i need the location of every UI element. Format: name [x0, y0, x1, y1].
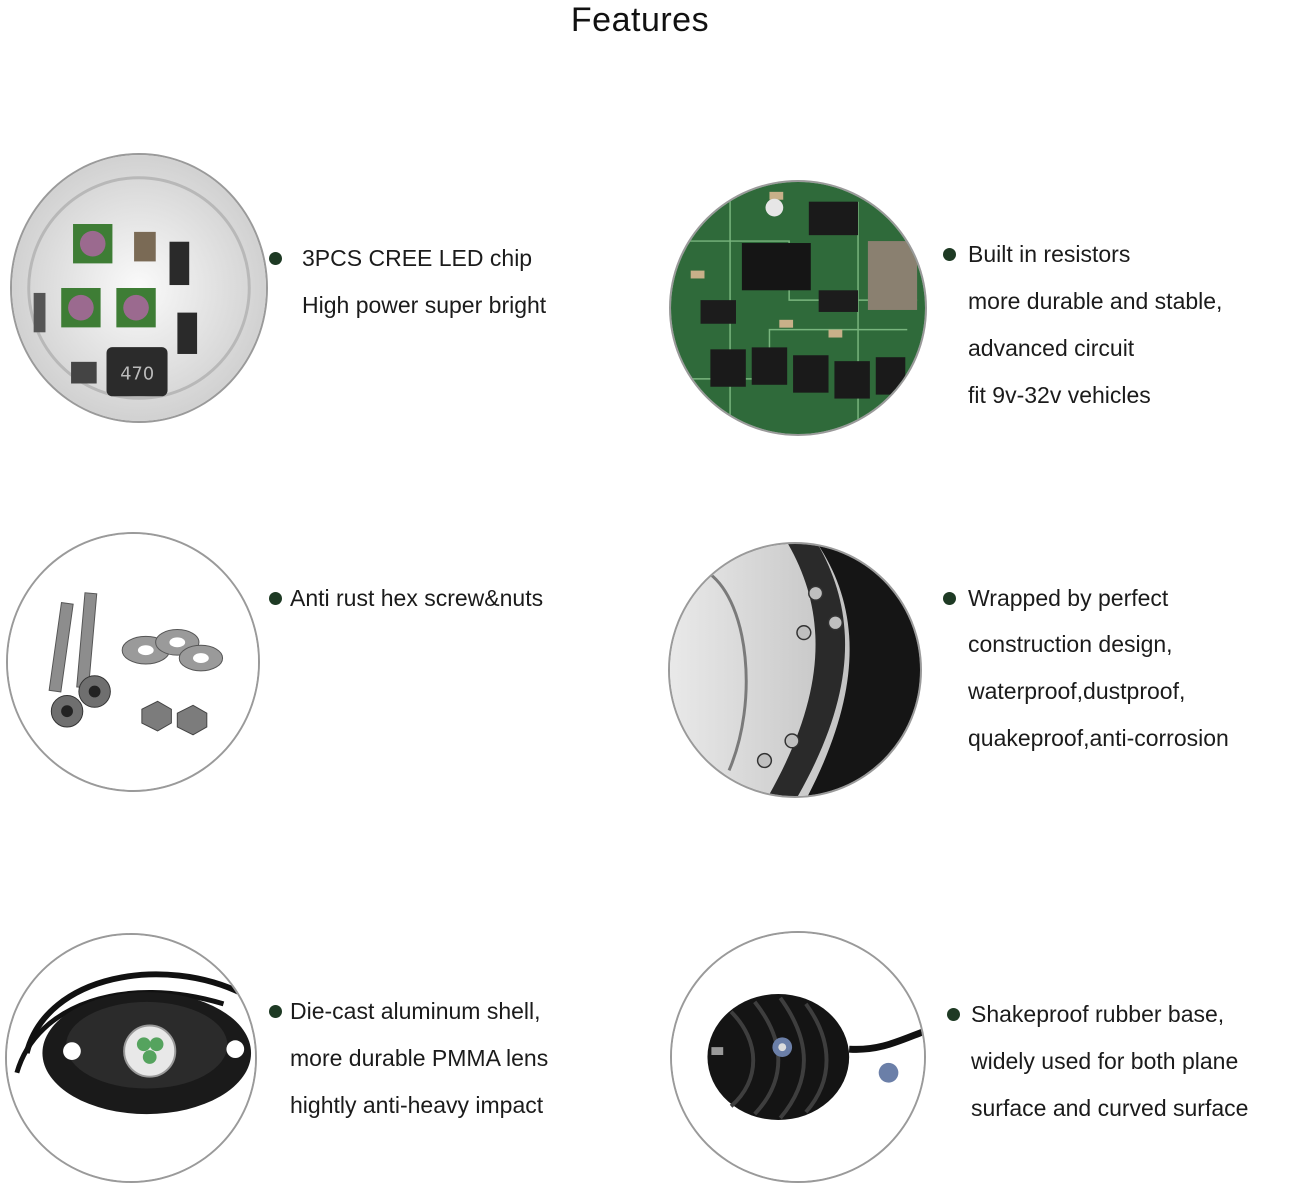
bullet-icon — [269, 252, 282, 265]
bullet-icon — [943, 592, 956, 605]
feature-line: Wrapped by perfect — [968, 585, 1169, 611]
feature-line: Anti rust hex screw&nuts — [290, 585, 544, 611]
feature-line: advanced circuit — [968, 335, 1135, 361]
feature-line: Built in resistors — [968, 241, 1131, 267]
feature-line: Die-cast aluminum shell, — [290, 998, 541, 1024]
feature-line: fit 9v-32v vehicles — [968, 382, 1151, 408]
bullet-icon — [943, 248, 956, 261]
rubber-base-icon — [670, 931, 926, 1183]
led-chip-board-icon: 470 — [10, 153, 268, 423]
feature-line: High power super bright — [302, 292, 547, 318]
feature-line: widely used for both plane — [971, 1048, 1239, 1074]
rock-light-pod-icon — [5, 933, 257, 1183]
feature-line: 3PCS CREE LED chip — [302, 245, 533, 271]
hex-screws-nuts-icon — [6, 532, 260, 792]
feature-line: more durable PMMA lens — [290, 1045, 549, 1071]
feature-line: more durable and stable, — [968, 288, 1223, 314]
svg-text:470: 470 — [120, 365, 154, 385]
bullet-icon — [269, 592, 282, 605]
feature-line: Shakeproof rubber base, — [971, 1001, 1225, 1027]
aluminum-housing-closeup-icon — [668, 542, 922, 798]
bullet-icon — [269, 1005, 282, 1018]
circuit-board-icon — [669, 180, 927, 436]
bullet-icon — [947, 1008, 960, 1021]
feature-line: quakeproof,anti-corrosion — [968, 725, 1229, 751]
feature-line: construction design, — [968, 631, 1173, 657]
feature-line: waterproof,dustproof, — [968, 678, 1186, 704]
feature-line: surface and curved surface — [971, 1095, 1249, 1121]
feature-line: hightly anti-heavy impact — [290, 1092, 544, 1118]
page-title: Features — [570, 1, 710, 39]
